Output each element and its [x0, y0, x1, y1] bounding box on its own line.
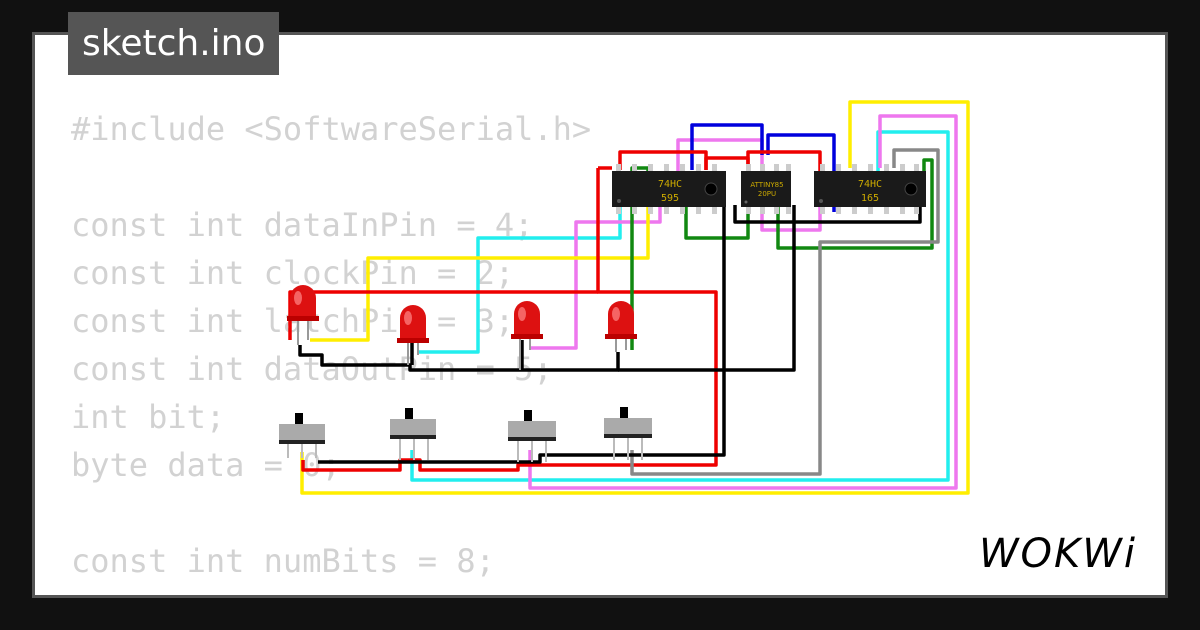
attiny85-mcu[interactable]: ATTINY85 20PU — [741, 164, 791, 214]
led-icon — [608, 301, 634, 338]
chip-label: 595 — [661, 193, 679, 204]
shift-register-165[interactable]: 74HC 165 — [814, 164, 926, 214]
shift-register-595[interactable]: 74HC 595 — [612, 164, 726, 214]
wire-red — [288, 290, 598, 340]
wire-yellow — [310, 195, 650, 342]
wire-gray — [630, 148, 940, 476]
slide-switch-4[interactable] — [604, 407, 652, 460]
wire-black — [618, 205, 796, 372]
wire-blue — [690, 123, 764, 170]
code-line: #include <SoftwareSerial.h> — [71, 110, 592, 148]
slide-switch-3[interactable] — [508, 410, 556, 462]
code-line: const int clockPin = 2; — [71, 254, 515, 292]
wokwi-logo: WOKWi — [979, 531, 1137, 577]
wire-black — [298, 345, 620, 372]
chip-label: ATTINY85 — [750, 181, 783, 189]
code-line: byte data = 0; — [71, 446, 341, 484]
svg-text:WOKWi: WOKWi — [979, 531, 1137, 577]
led-1[interactable] — [287, 285, 319, 345]
chip-label: 165 — [861, 193, 879, 204]
wire-yellow — [300, 100, 970, 495]
wire-red — [301, 458, 628, 472]
code-line: int bit; — [71, 398, 226, 436]
wire-black — [733, 200, 922, 224]
code-line: byte PATH[] = {0B00000001, 0B00000010, 0… — [71, 585, 1165, 595]
chip-label: 74HC — [858, 179, 882, 190]
led-2[interactable] — [397, 305, 429, 365]
led-3[interactable] — [511, 301, 543, 370]
wire-violet — [676, 138, 764, 178]
led-icon — [514, 301, 540, 338]
wire-green — [776, 158, 934, 250]
slide-switch-icon — [508, 421, 556, 439]
led-icon — [400, 305, 426, 342]
chip-label: 74HC — [658, 179, 682, 190]
wire-red — [596, 168, 718, 467]
slide-switch-icon — [604, 418, 652, 436]
chip-label: 20PU — [758, 190, 776, 198]
slide-switch-icon — [279, 424, 325, 442]
code-line: const int numBits = 8; — [71, 542, 495, 580]
led-icon — [290, 285, 316, 320]
slide-switch-1[interactable] — [279, 413, 325, 458]
ic-chip-icon — [741, 171, 791, 207]
wire-violet — [530, 195, 662, 350]
wire-cyan — [410, 130, 950, 482]
wire-red — [746, 150, 822, 172]
slide-switch-icon — [390, 419, 436, 437]
file-tab[interactable]: sketch.ino — [68, 12, 280, 75]
slide-switch-2[interactable] — [390, 408, 436, 460]
led-4[interactable] — [605, 301, 637, 352]
wire-violet — [528, 114, 958, 490]
